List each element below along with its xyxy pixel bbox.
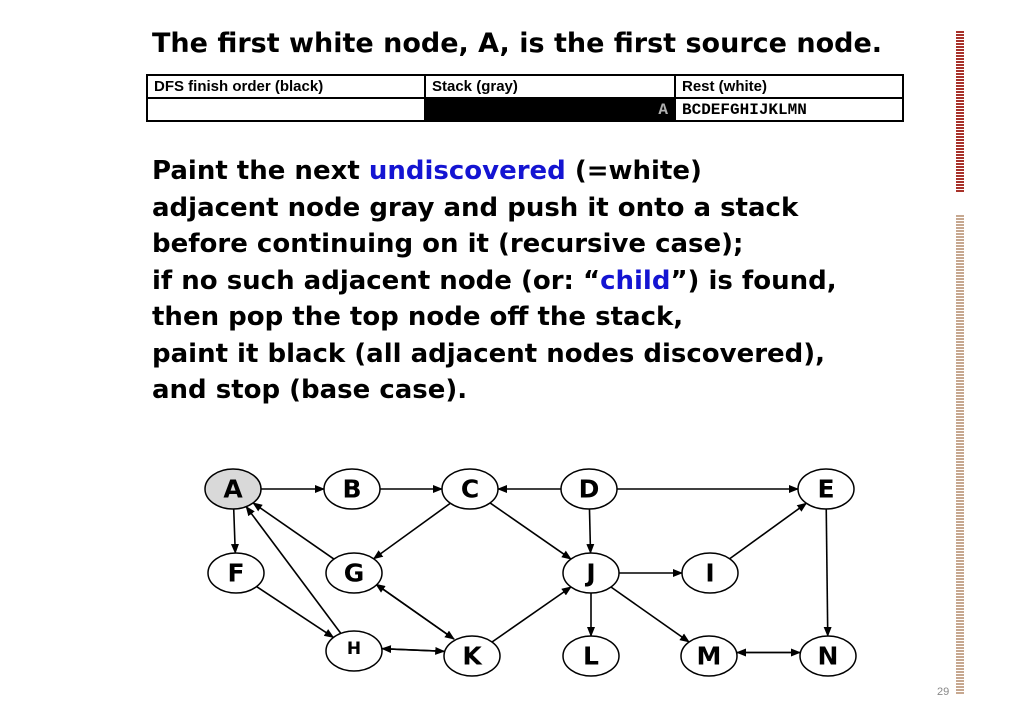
node-l: L	[562, 635, 620, 677]
text-segment: (=white)	[565, 156, 702, 186]
table-header-row: DFS finish order (black) Stack (gray) Re…	[146, 74, 904, 99]
node-b: B	[323, 468, 381, 510]
node-shape	[441, 468, 499, 510]
text-line-2: adjacent node gray and push it onto a st…	[152, 192, 799, 223]
table-row: A BCDEFGHIJKLMN	[146, 97, 904, 122]
node-f: F	[207, 552, 265, 594]
node-shape	[562, 635, 620, 677]
edge-a-f	[230, 508, 239, 555]
edge-e-n	[823, 508, 832, 638]
node-label: F	[227, 559, 244, 588]
edge-j-m	[610, 586, 690, 643]
node-label: G	[344, 559, 365, 588]
text-line-6: paint it black (all adjacent nodes disco…	[152, 338, 826, 369]
text-line-1: Paint the next undiscovered (=white)	[152, 153, 837, 190]
slide-title: The first white node, A, is the first so…	[152, 28, 883, 59]
graph-edges	[230, 485, 832, 657]
node-shape	[797, 468, 855, 510]
edge-c-g	[372, 502, 451, 560]
node-shape	[681, 552, 739, 594]
node-k: K	[443, 635, 501, 677]
node-a: A	[204, 468, 262, 510]
node-i: I	[681, 552, 739, 594]
edge-d-j	[586, 508, 595, 555]
edge-f-h	[256, 585, 335, 639]
node-shape	[323, 468, 381, 510]
page-number: 29	[937, 686, 950, 698]
node-label: B	[342, 475, 361, 504]
node-label: M	[697, 642, 722, 671]
text-segment: ”) is found,	[670, 265, 837, 296]
edge-g-a	[252, 502, 335, 560]
edge-k-h	[381, 645, 445, 654]
node-g: G	[325, 552, 383, 594]
node-n: N	[799, 635, 857, 677]
node-shape	[204, 468, 262, 510]
edge-c-j	[489, 502, 572, 560]
node-shape	[325, 630, 383, 672]
node-h: H	[325, 630, 383, 672]
node-label: L	[583, 642, 599, 671]
header-finish-order: DFS finish order (black)	[146, 74, 426, 99]
node-label: K	[462, 642, 483, 671]
node-label: I	[705, 559, 714, 588]
node-shape	[560, 468, 618, 510]
highlight-undiscovered: undiscovered	[368, 156, 566, 186]
node-d: D	[560, 468, 618, 510]
rest-cell: BCDEFGHIJKLMN	[674, 97, 904, 122]
node-shape	[680, 635, 738, 677]
node-j: J	[562, 552, 620, 594]
graph-nodes: A B C D E F G H I J K L M N	[204, 468, 857, 677]
node-label: H	[347, 639, 361, 659]
text-segment: Paint the next	[152, 156, 369, 186]
node-label: J	[584, 559, 595, 588]
finish-order-cell	[146, 97, 426, 122]
node-e: E	[797, 468, 855, 510]
node-shape	[325, 552, 383, 594]
text-segment: if no such adjacent node (or: “	[152, 265, 601, 296]
node-shape	[799, 635, 857, 677]
node-label: N	[818, 642, 839, 671]
node-label: D	[579, 475, 600, 504]
highlight-child: child	[600, 265, 671, 296]
edge-k-j	[491, 586, 572, 643]
node-m: M	[680, 635, 738, 677]
dfs-state-table: DFS finish order (black) Stack (gray) Re…	[146, 74, 904, 122]
header-stack: Stack (gray)	[424, 74, 676, 99]
explanation-text: Paint the next undiscovered (=white) adj…	[152, 153, 837, 409]
node-label: C	[461, 475, 479, 504]
node-shape	[562, 552, 620, 594]
edge-h-a	[245, 505, 342, 634]
node-shape	[443, 635, 501, 677]
node-shape	[207, 552, 265, 594]
edge-i-e	[729, 502, 808, 560]
node-label: E	[817, 475, 834, 504]
edge-k-g	[375, 583, 455, 640]
node-c: C	[441, 468, 499, 510]
text-line-5: then pop the top node off the stack,	[152, 302, 684, 332]
text-line-3: before continuing on it (recursive case)…	[152, 229, 744, 259]
text-line-4: if no such adjacent node (or: “child”) i…	[152, 263, 837, 300]
text-line-7: and stop (base case).	[152, 375, 468, 405]
header-rest: Rest (white)	[674, 74, 904, 99]
decorative-bar-bottom	[956, 214, 964, 694]
node-label: A	[223, 475, 243, 504]
decorative-bar-top	[956, 30, 964, 192]
stack-cell: A	[424, 97, 676, 122]
